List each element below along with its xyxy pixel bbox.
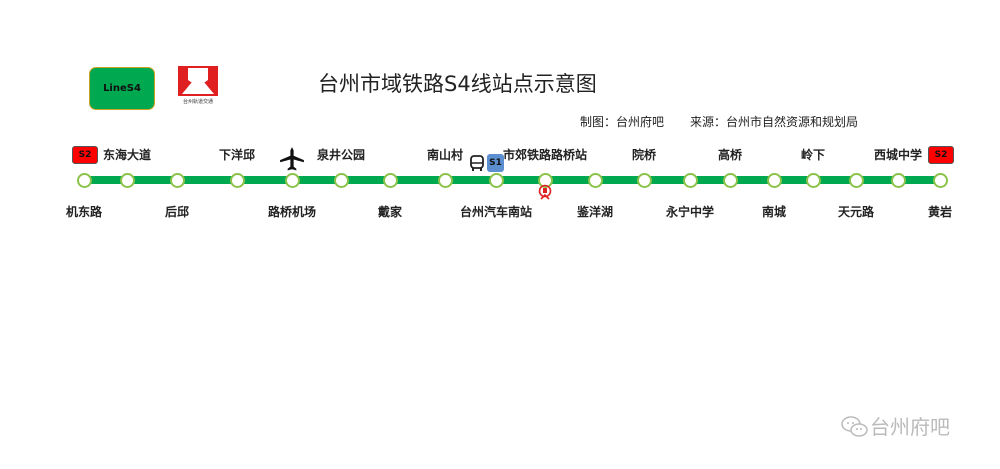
watermark: 台州府吧 bbox=[870, 415, 950, 439]
line-s4-track bbox=[84, 176, 940, 184]
station-marker bbox=[766, 173, 782, 188]
station-marker bbox=[119, 173, 135, 188]
taizhou-rail-logo bbox=[178, 66, 218, 96]
airplane-icon bbox=[280, 147, 304, 171]
station-label: 院桥 bbox=[631, 148, 657, 162]
station-marker bbox=[890, 173, 906, 188]
bus-icon bbox=[470, 155, 484, 171]
credit-maker: 制图：台州府吧 bbox=[580, 115, 665, 129]
station-label: 岭下 bbox=[800, 148, 826, 162]
station-marker bbox=[537, 173, 553, 188]
station-marker bbox=[848, 173, 864, 188]
station-label: 机东路 bbox=[65, 205, 103, 219]
station-marker bbox=[382, 173, 398, 188]
station-label: 戴家 bbox=[377, 205, 403, 219]
station-marker bbox=[682, 173, 698, 188]
station-label: 后邱 bbox=[164, 205, 190, 219]
credit-source: 来源：台州市自然资源和规划局 bbox=[690, 115, 859, 129]
station-label: 黄岩 bbox=[927, 205, 953, 219]
station-marker bbox=[76, 173, 92, 188]
station-label: 永宁中学 bbox=[665, 205, 715, 219]
station-marker bbox=[805, 173, 821, 188]
station-marker bbox=[333, 173, 349, 188]
station-marker bbox=[587, 173, 603, 188]
station-label: 南山村 bbox=[426, 148, 464, 162]
station-marker bbox=[229, 173, 245, 188]
transfer-s2-right-badge: S2 bbox=[928, 146, 954, 164]
station-label: 鉴洋湖 bbox=[576, 205, 614, 219]
station-label: 台州汽车南站 bbox=[459, 205, 533, 219]
station-marker bbox=[488, 173, 504, 188]
transfer-s1-badge: S1 bbox=[487, 154, 504, 172]
station-marker bbox=[636, 173, 652, 188]
station-label: 下洋邱 bbox=[218, 148, 256, 162]
station-label: 路桥机场 bbox=[267, 205, 317, 219]
station-label: 高桥 bbox=[717, 148, 743, 162]
station-marker bbox=[169, 173, 185, 188]
station-marker bbox=[437, 173, 453, 188]
station-label: 东海大道 bbox=[102, 148, 152, 162]
station-label: 南城 bbox=[761, 205, 787, 219]
logo-text: 台州轨道交通 bbox=[182, 99, 213, 105]
station-label: 泉井公园 bbox=[316, 148, 366, 162]
page-title: 台州市域铁路S4线站点示意图 bbox=[318, 72, 597, 96]
line-s4-badge: LineS4 bbox=[89, 67, 155, 110]
station-marker bbox=[722, 173, 738, 188]
station-marker bbox=[284, 173, 300, 188]
railway-station-icon bbox=[538, 184, 552, 200]
station-label: 天元路 bbox=[837, 205, 875, 219]
station-marker bbox=[932, 173, 948, 188]
transfer-s2-left-badge: S2 bbox=[72, 146, 98, 164]
station-label: 西城中学 bbox=[873, 148, 923, 162]
wechat-icon bbox=[841, 416, 868, 437]
station-label: 市郊铁路路桥站 bbox=[502, 148, 588, 162]
